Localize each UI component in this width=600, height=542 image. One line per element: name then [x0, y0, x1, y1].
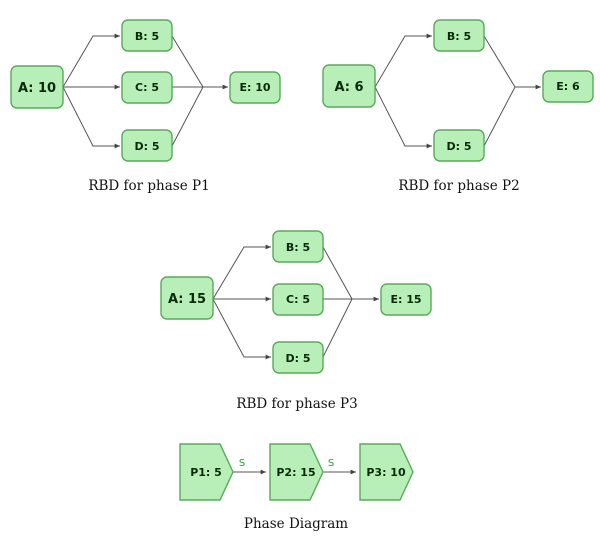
- svg-text:D: 5: D: 5: [285, 352, 310, 365]
- rbd-p2: A: 6 B: 5 D: 5 E: 6 RBD for phase P2: [322, 19, 594, 194]
- edge-p1-b-join: [171, 35, 204, 88]
- svg-text:B: 5: B: 5: [286, 241, 310, 254]
- edge-p2-d-join: [483, 86, 516, 147]
- caption-p1: RBD for phase P1: [88, 178, 209, 194]
- svg-text:P1: 5: P1: 5: [190, 466, 222, 479]
- edge-p1-a-b: [62, 33, 120, 88]
- block-p2-a: A: 6: [322, 64, 376, 108]
- phase-p2: P2: 15: [269, 443, 324, 501]
- block-p3-c: C: 5: [272, 283, 324, 316]
- edge-p1-a-d: [62, 86, 120, 149]
- svg-text:P2: 15: P2: 15: [276, 466, 315, 479]
- svg-text:E: 15: E: 15: [390, 293, 421, 306]
- svg-text:E: 6: E: 6: [556, 80, 580, 93]
- switch-label-1: S: [239, 458, 245, 469]
- caption-p3: RBD for phase P3: [236, 396, 357, 412]
- edge-p1-d-join: [171, 86, 204, 147]
- svg-text:B: 5: B: 5: [447, 30, 471, 43]
- phase-p1: P1: 5: [179, 443, 234, 501]
- rbd-p3: A: 15 B: 5 C: 5 D: 5 E: 15 RBD for phase…: [160, 230, 432, 412]
- svg-text:P3: 10: P3: 10: [366, 466, 406, 479]
- block-p3-a: A: 15: [160, 276, 214, 320]
- svg-text:D: 5: D: 5: [134, 140, 159, 153]
- edge-p2-a-b: [374, 33, 432, 88]
- block-p3-b: B: 5: [272, 230, 324, 263]
- svg-text:A: 10: A: 10: [18, 81, 56, 96]
- svg-text:A: 15: A: 15: [168, 292, 206, 307]
- block-p2-d: D: 5: [433, 129, 485, 162]
- svg-text:D: 5: D: 5: [446, 140, 471, 153]
- block-p1-e: E: 10: [229, 71, 281, 104]
- block-p2-b: B: 5: [433, 19, 485, 52]
- svg-text:C: 5: C: 5: [135, 81, 159, 94]
- caption-p2: RBD for phase P2: [398, 178, 519, 194]
- edge-p2-a-d: [374, 86, 432, 149]
- phase-p3: P3: 10: [359, 443, 414, 501]
- svg-text:E: 10: E: 10: [239, 81, 270, 94]
- edge-p3-a-b: [212, 244, 271, 300]
- block-p1-d: D: 5: [121, 129, 173, 162]
- block-p1-c: C: 5: [121, 71, 173, 104]
- svg-text:B: 5: B: 5: [135, 30, 159, 43]
- block-p1-a: A: 10: [10, 65, 64, 109]
- svg-text:A: 6: A: 6: [334, 80, 363, 95]
- edge-p3-b-join: [322, 246, 353, 300]
- edge-p3-d-join: [322, 298, 353, 358]
- caption-phase-diagram: Phase Diagram: [244, 516, 348, 532]
- edge-p2-b-join: [483, 35, 516, 88]
- switch-label-2: S: [328, 458, 334, 469]
- block-p1-b: B: 5: [121, 19, 173, 52]
- block-p3-e: E: 15: [380, 283, 432, 316]
- block-p3-d: D: 5: [272, 341, 324, 374]
- phase-diagram: S S P1: 5 P2: 15 P3: 10 Phase Diagram: [179, 443, 414, 532]
- block-p2-e: E: 6: [542, 70, 594, 103]
- rbd-p1: A: 10 B: 5 C: 5 D: 5 E: 10 RBD for phase…: [10, 19, 281, 194]
- svg-text:C: 5: C: 5: [286, 293, 310, 306]
- edge-p3-a-d: [212, 298, 271, 360]
